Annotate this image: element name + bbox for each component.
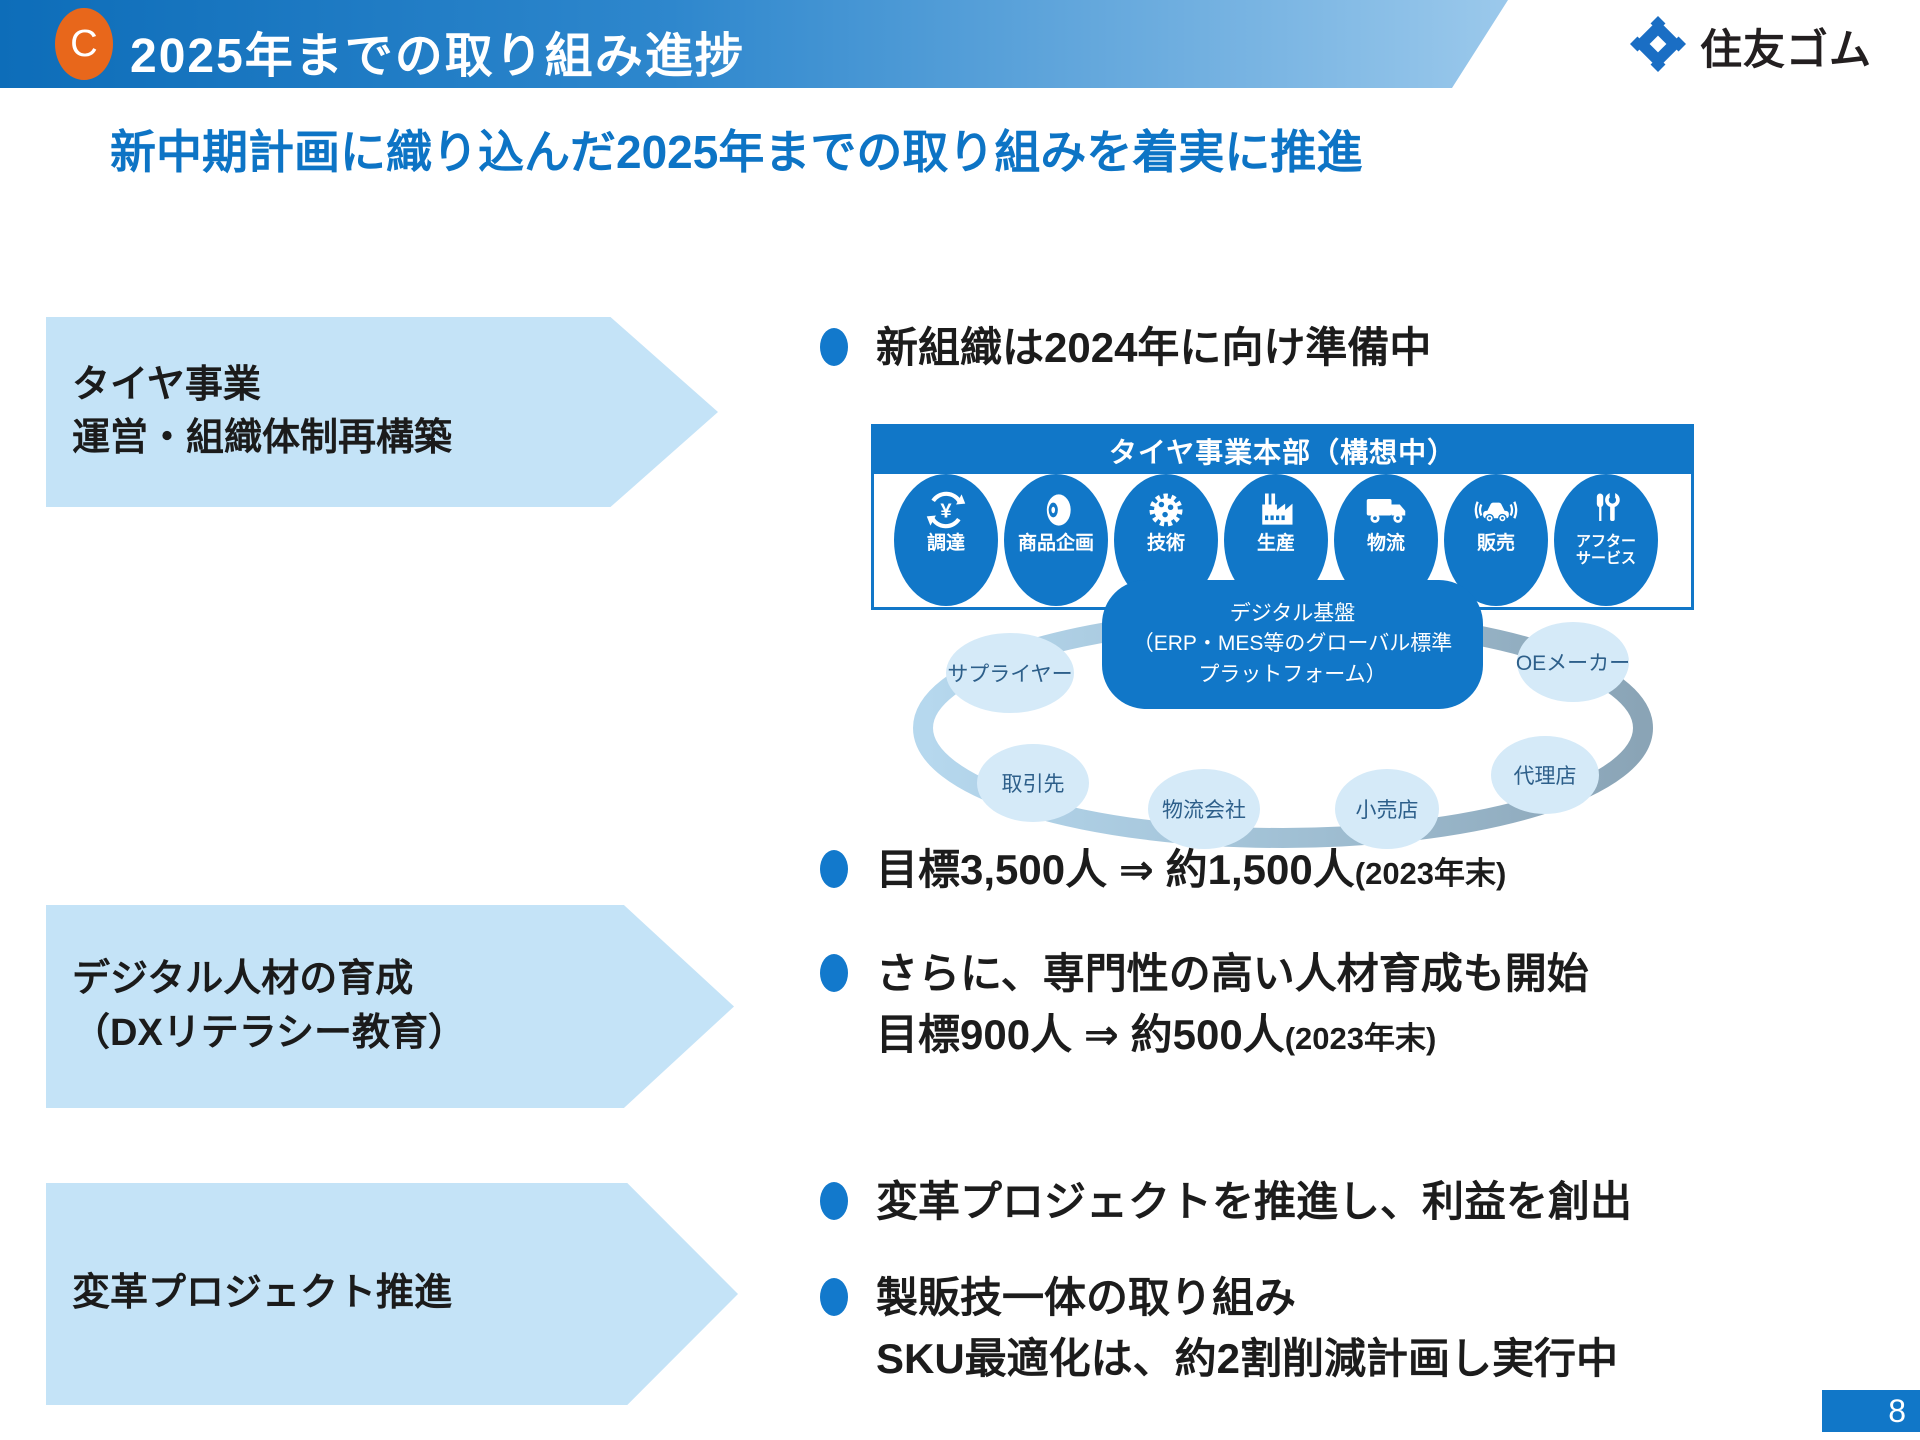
dept-label: 物流 <box>1366 533 1405 554</box>
bullet-new-organization: 新組織は2024年に向け準備中 <box>820 318 1431 379</box>
bullet-text: 目標3,500人 ⇒ 約1,500人(2023年末) <box>876 846 1507 893</box>
sumitomo-diamond-icon <box>1629 16 1686 77</box>
technology-icon <box>1149 493 1183 527</box>
after-service-icon <box>1596 491 1620 521</box>
bullet-icon <box>820 328 848 366</box>
bullet-text: さらに、専門性の高い人材育成も開始 目標900人 ⇒ 約500人(2023年末) <box>876 950 1589 1058</box>
svg-text:¥: ¥ <box>940 500 952 522</box>
arrow-transformation-project: 変革プロジェクト推進 <box>46 1183 738 1405</box>
product-planning-icon <box>1046 494 1071 526</box>
dept-label: 調達 <box>926 533 965 554</box>
bullet-target-3500: 目標3,500人 ⇒ 約1,500人(2023年末) <box>820 840 1506 901</box>
partner-client: 取引先 <box>977 744 1089 822</box>
slide-subtitle: 新中期計画に織り込んだ2025年までの取り組みを着実に推進 <box>110 126 1363 178</box>
arrow-digital-talent: デジタル人材の育成 （DXリテラシー教育） <box>46 905 734 1108</box>
bullet-text-suffix: (2023年末) <box>1354 856 1507 891</box>
bullet-icon <box>820 850 848 888</box>
dept-label: 技術 <box>1146 533 1185 554</box>
dept-product-planning: 商品企画 <box>1004 474 1108 606</box>
arrow-label-line: （DXリテラシー教育） <box>72 1011 467 1054</box>
partner-agency: 代理店 <box>1491 736 1599 814</box>
digital-platform-pill: デジタル基盤 （ERP・MES等のグローバル標準 プラットフォーム） <box>1102 580 1483 709</box>
company-logo-text: 住友ゴム <box>1699 26 1872 73</box>
bullet-text: 変革プロジェクトを推進し、利益を創出 <box>876 1178 1633 1225</box>
platform-line: デジタル基盤 <box>1229 601 1356 625</box>
dept-label: アフター サービス <box>1575 533 1636 567</box>
bullet-text: 新組織は2024年に向け準備中 <box>876 324 1432 371</box>
partner-retailer: 小売店 <box>1335 769 1439 849</box>
bullet-advanced-talent: さらに、専門性の高い人材育成も開始 目標900人 ⇒ 約500人(2023年末) <box>820 944 1589 1066</box>
arrow-label-line: 変革プロジェクト推進 <box>72 1272 453 1315</box>
arrow-label-line: タイヤ事業 <box>72 363 261 406</box>
dept-procurement: ¥ 調達 <box>894 474 998 606</box>
logistics-icon <box>1366 499 1406 523</box>
partner-oe-maker: OEメーカー <box>1516 622 1630 702</box>
dept-sales: 販売 <box>1444 474 1548 606</box>
bullet-sku-optimization: 製販技一体の取り組み SKU最適化は、約2割削減計画し実行中 <box>820 1268 1618 1390</box>
arrow-label-line: デジタル人材の育成 <box>72 958 414 1001</box>
production-icon <box>1262 493 1293 525</box>
platform-line: （ERP・MES等のグローバル標準 <box>1132 632 1453 656</box>
company-logo: 住友ゴム <box>1629 16 1872 77</box>
partner-supplier: サプライヤー <box>946 633 1074 713</box>
bullet-icon <box>820 954 848 992</box>
procurement-icon: ¥ <box>926 491 966 529</box>
bullet-icon <box>820 1182 848 1220</box>
dept-after-service: アフター サービス <box>1554 474 1658 606</box>
arrow-label-line: 運営・組織体制再構築 <box>72 417 453 459</box>
partner-logistics-company: 物流会社 <box>1148 769 1260 849</box>
dept-label: 生産 <box>1256 533 1295 554</box>
page-number: 8 <box>1822 1390 1920 1432</box>
dept-label: 商品企画 <box>1017 533 1094 554</box>
arrow-tire-business: タイヤ事業 運営・組織体制再構築 <box>46 317 718 507</box>
header-bar <box>0 0 1508 88</box>
bullet-text-suffix: (2023年末) <box>1284 1020 1437 1056</box>
page-title: 2025年までの取り組み進捗 <box>130 30 745 83</box>
dept-label: 販売 <box>1476 533 1515 554</box>
bullet-icon <box>820 1278 848 1316</box>
section-badge: C <box>55 8 113 80</box>
bullet-transformation-profit: 変革プロジェクトを推進し、利益を創出 <box>820 1172 1632 1233</box>
tire-hq-box-title: タイヤ事業本部（構想中） <box>874 427 1691 474</box>
platform-line: プラットフォーム） <box>1198 662 1387 686</box>
bullet-text: 製販技一体の取り組み SKU最適化は、約2割削減計画し実行中 <box>876 1274 1619 1382</box>
sales-icon <box>1474 501 1518 523</box>
